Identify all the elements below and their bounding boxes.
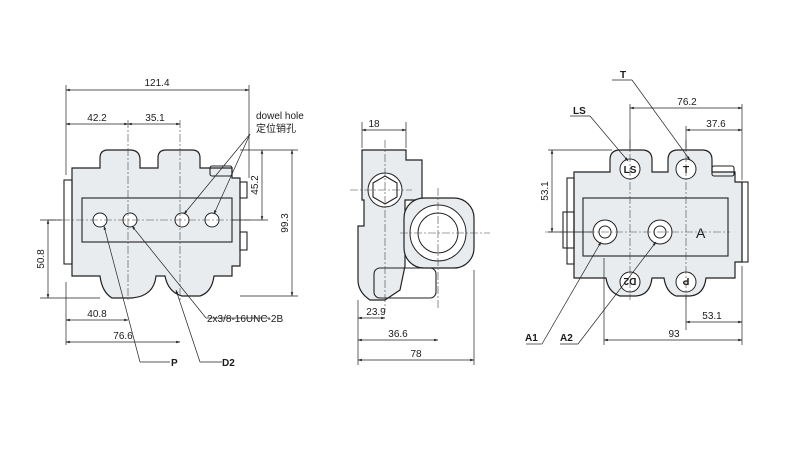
port-label-d2: D2	[222, 358, 235, 369]
dim-93: 93	[668, 329, 680, 340]
dim-53-1-vertical: 53.1	[540, 181, 551, 201]
front-body	[63, 149, 248, 299]
dim-36-6: 36.6	[388, 329, 408, 340]
label-a1: A1	[525, 333, 538, 344]
front-view: 121.4 42.2 35.1 99.3 45.2 50.8 40.8 76.6	[36, 78, 304, 369]
note-thread: 2x3/8-16UNC-2B	[207, 314, 283, 325]
mark-a: A	[696, 225, 706, 241]
note-dowel-hole-cn: 定位销孔	[256, 122, 296, 135]
side-body	[357, 149, 475, 301]
note-dowel-hole: dowel hole	[256, 111, 304, 122]
rear-annotations: T LS A1 A2	[525, 70, 691, 345]
dim-18: 18	[368, 119, 380, 130]
dim-99-3: 99.3	[280, 213, 291, 233]
dim-37-6: 37.6	[706, 119, 726, 130]
label-ls: LS	[573, 106, 586, 117]
dim-78: 78	[410, 349, 422, 360]
port-label-p: P	[171, 358, 178, 369]
dim-50-8: 50.8	[36, 249, 47, 269]
rear-dimensions: 76.2 37.6 53.1 53.1 93	[540, 97, 743, 345]
dim-76-6: 76.6	[113, 331, 133, 342]
dim-40-8: 40.8	[87, 309, 107, 320]
dim-53-1-bottom: 53.1	[702, 311, 722, 322]
side-view: 18 23.9 36.6 78	[350, 119, 490, 365]
dim-overall-width: 121.4	[144, 78, 169, 89]
side-dimensions: 18 23.9 36.6 78	[357, 119, 475, 365]
dim-23-9: 23.9	[366, 307, 386, 318]
rear-view: LS T D2 P A 76.2 37.6 53.1	[525, 70, 749, 345]
side-centerlines	[350, 140, 490, 310]
dim-42-2: 42.2	[87, 113, 107, 124]
label-t: T	[620, 70, 626, 81]
front-dimensions: 121.4 42.2 35.1 99.3 45.2 50.8 40.8 76.6	[36, 78, 298, 345]
dim-76-2: 76.2	[677, 97, 697, 108]
front-centerlines	[48, 120, 250, 300]
front-annotations: dowel hole 定位销孔 2x3/8-16UNC-2B P D2	[103, 111, 304, 369]
label-a2: A2	[560, 333, 573, 344]
dim-35-1: 35.1	[145, 113, 165, 124]
dim-45-2: 45.2	[250, 175, 261, 195]
